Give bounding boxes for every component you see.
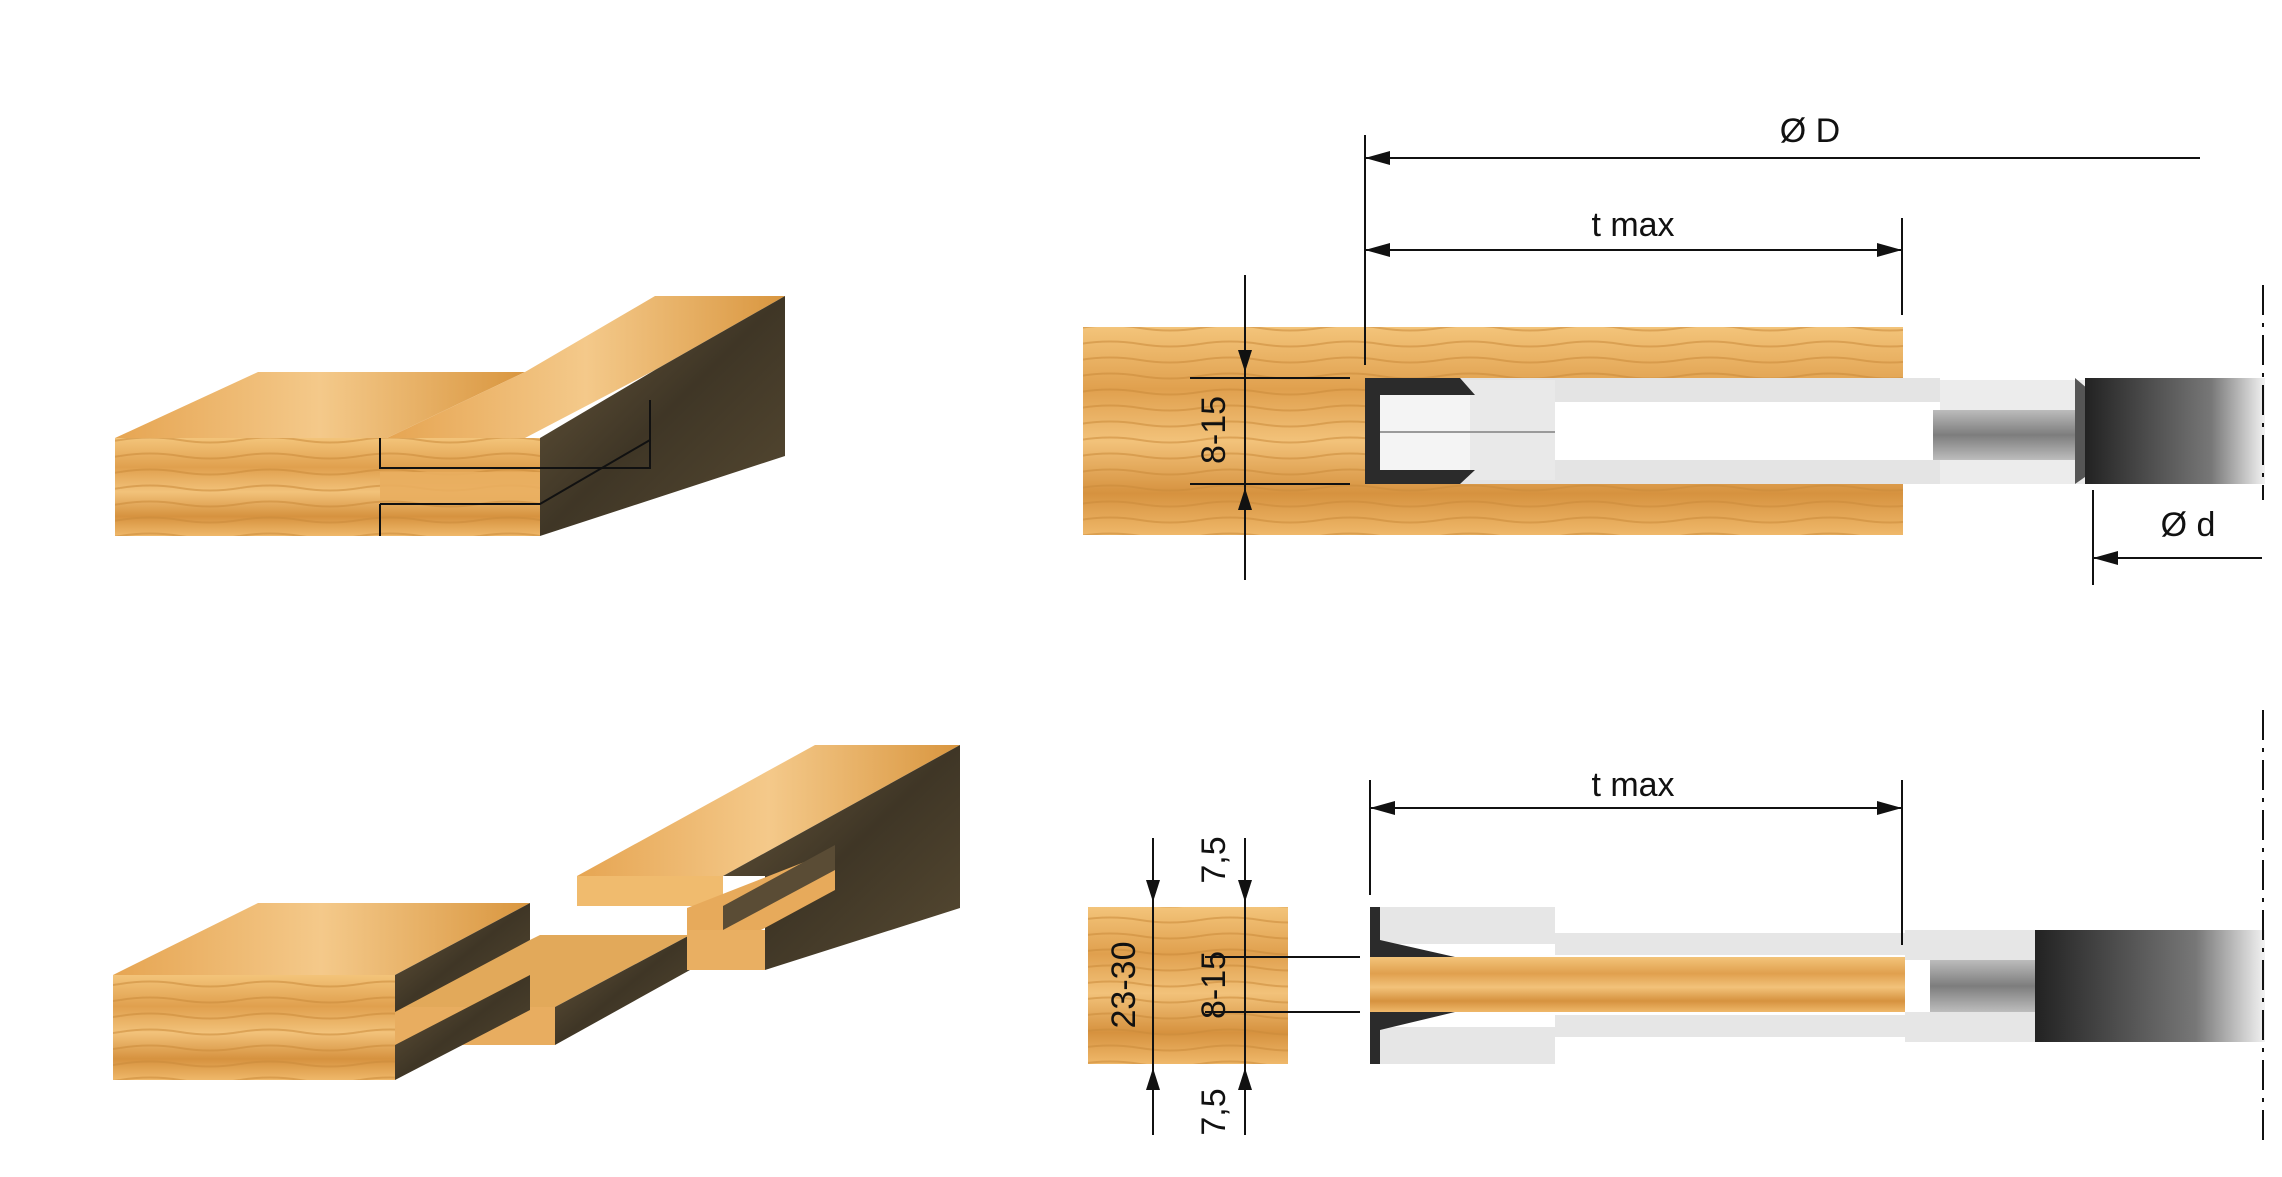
stock-thickness-label: 23-30 (1105, 942, 1143, 1029)
top-cutter-section (1083, 285, 2265, 535)
bottom-cutter-section (1088, 710, 2265, 1140)
depth-label-top: t max (1591, 206, 1674, 244)
bottom-joint-illustration (113, 745, 960, 1080)
groove-width-label-bottom: 8-15 (1195, 951, 1233, 1019)
top-joint-illustration (115, 296, 785, 536)
offset-lower-label: 7,5 (1195, 1088, 1233, 1135)
depth-label-bottom: t max (1591, 766, 1674, 804)
bottom-dimensions (1146, 780, 1903, 1135)
top-dimensions (1190, 135, 2262, 585)
bore-diameter-label: Ø d (2161, 506, 2216, 544)
outer-diameter-label: Ø D (1780, 112, 1840, 150)
offset-upper-label: 7,5 (1195, 836, 1233, 883)
groove-width-label-top: 8-15 (1195, 396, 1233, 464)
